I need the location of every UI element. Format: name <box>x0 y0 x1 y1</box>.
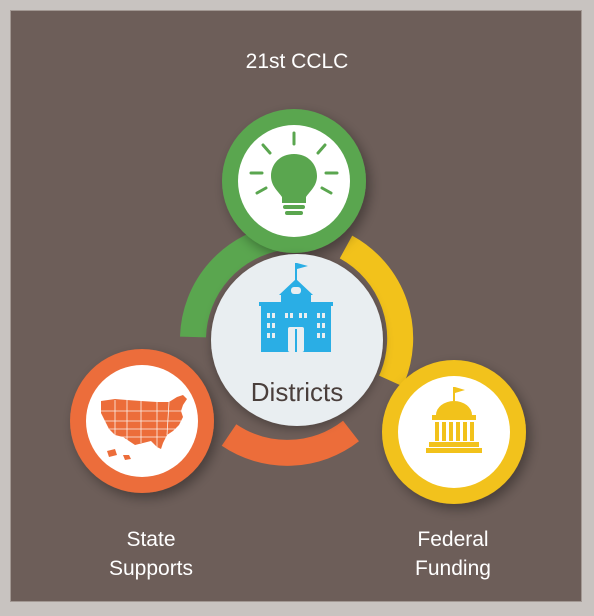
school-building-icon <box>259 263 333 352</box>
node-label-21st-cclc: 21st CCLC <box>197 47 397 76</box>
diagram-canvas: 21st CCLC State Supports Federal Funding… <box>10 10 582 602</box>
arc-orange <box>221 420 359 466</box>
node-label-21st-cclc-line: 21st CCLC <box>245 50 349 73</box>
node-label-federal-funding-line-2: Funding <box>415 557 491 580</box>
node-right <box>382 360 526 504</box>
arc-yellow <box>339 235 414 387</box>
node-label-state-supports: State Supports <box>71 525 231 583</box>
node-label-federal-funding-line-1: Federal <box>417 528 489 551</box>
diagram-graphic <box>70 109 526 504</box>
lightbulb-icon <box>249 131 339 215</box>
node-label-state-supports-line-2: Supports <box>108 557 194 580</box>
capitol-building-icon <box>426 387 482 453</box>
usa-map-icon <box>101 395 187 460</box>
center-label-districts: Districts <box>250 377 344 407</box>
node-label-federal-funding: Federal Funding <box>373 525 533 583</box>
node-label-state-supports-line-1: State <box>126 528 176 551</box>
